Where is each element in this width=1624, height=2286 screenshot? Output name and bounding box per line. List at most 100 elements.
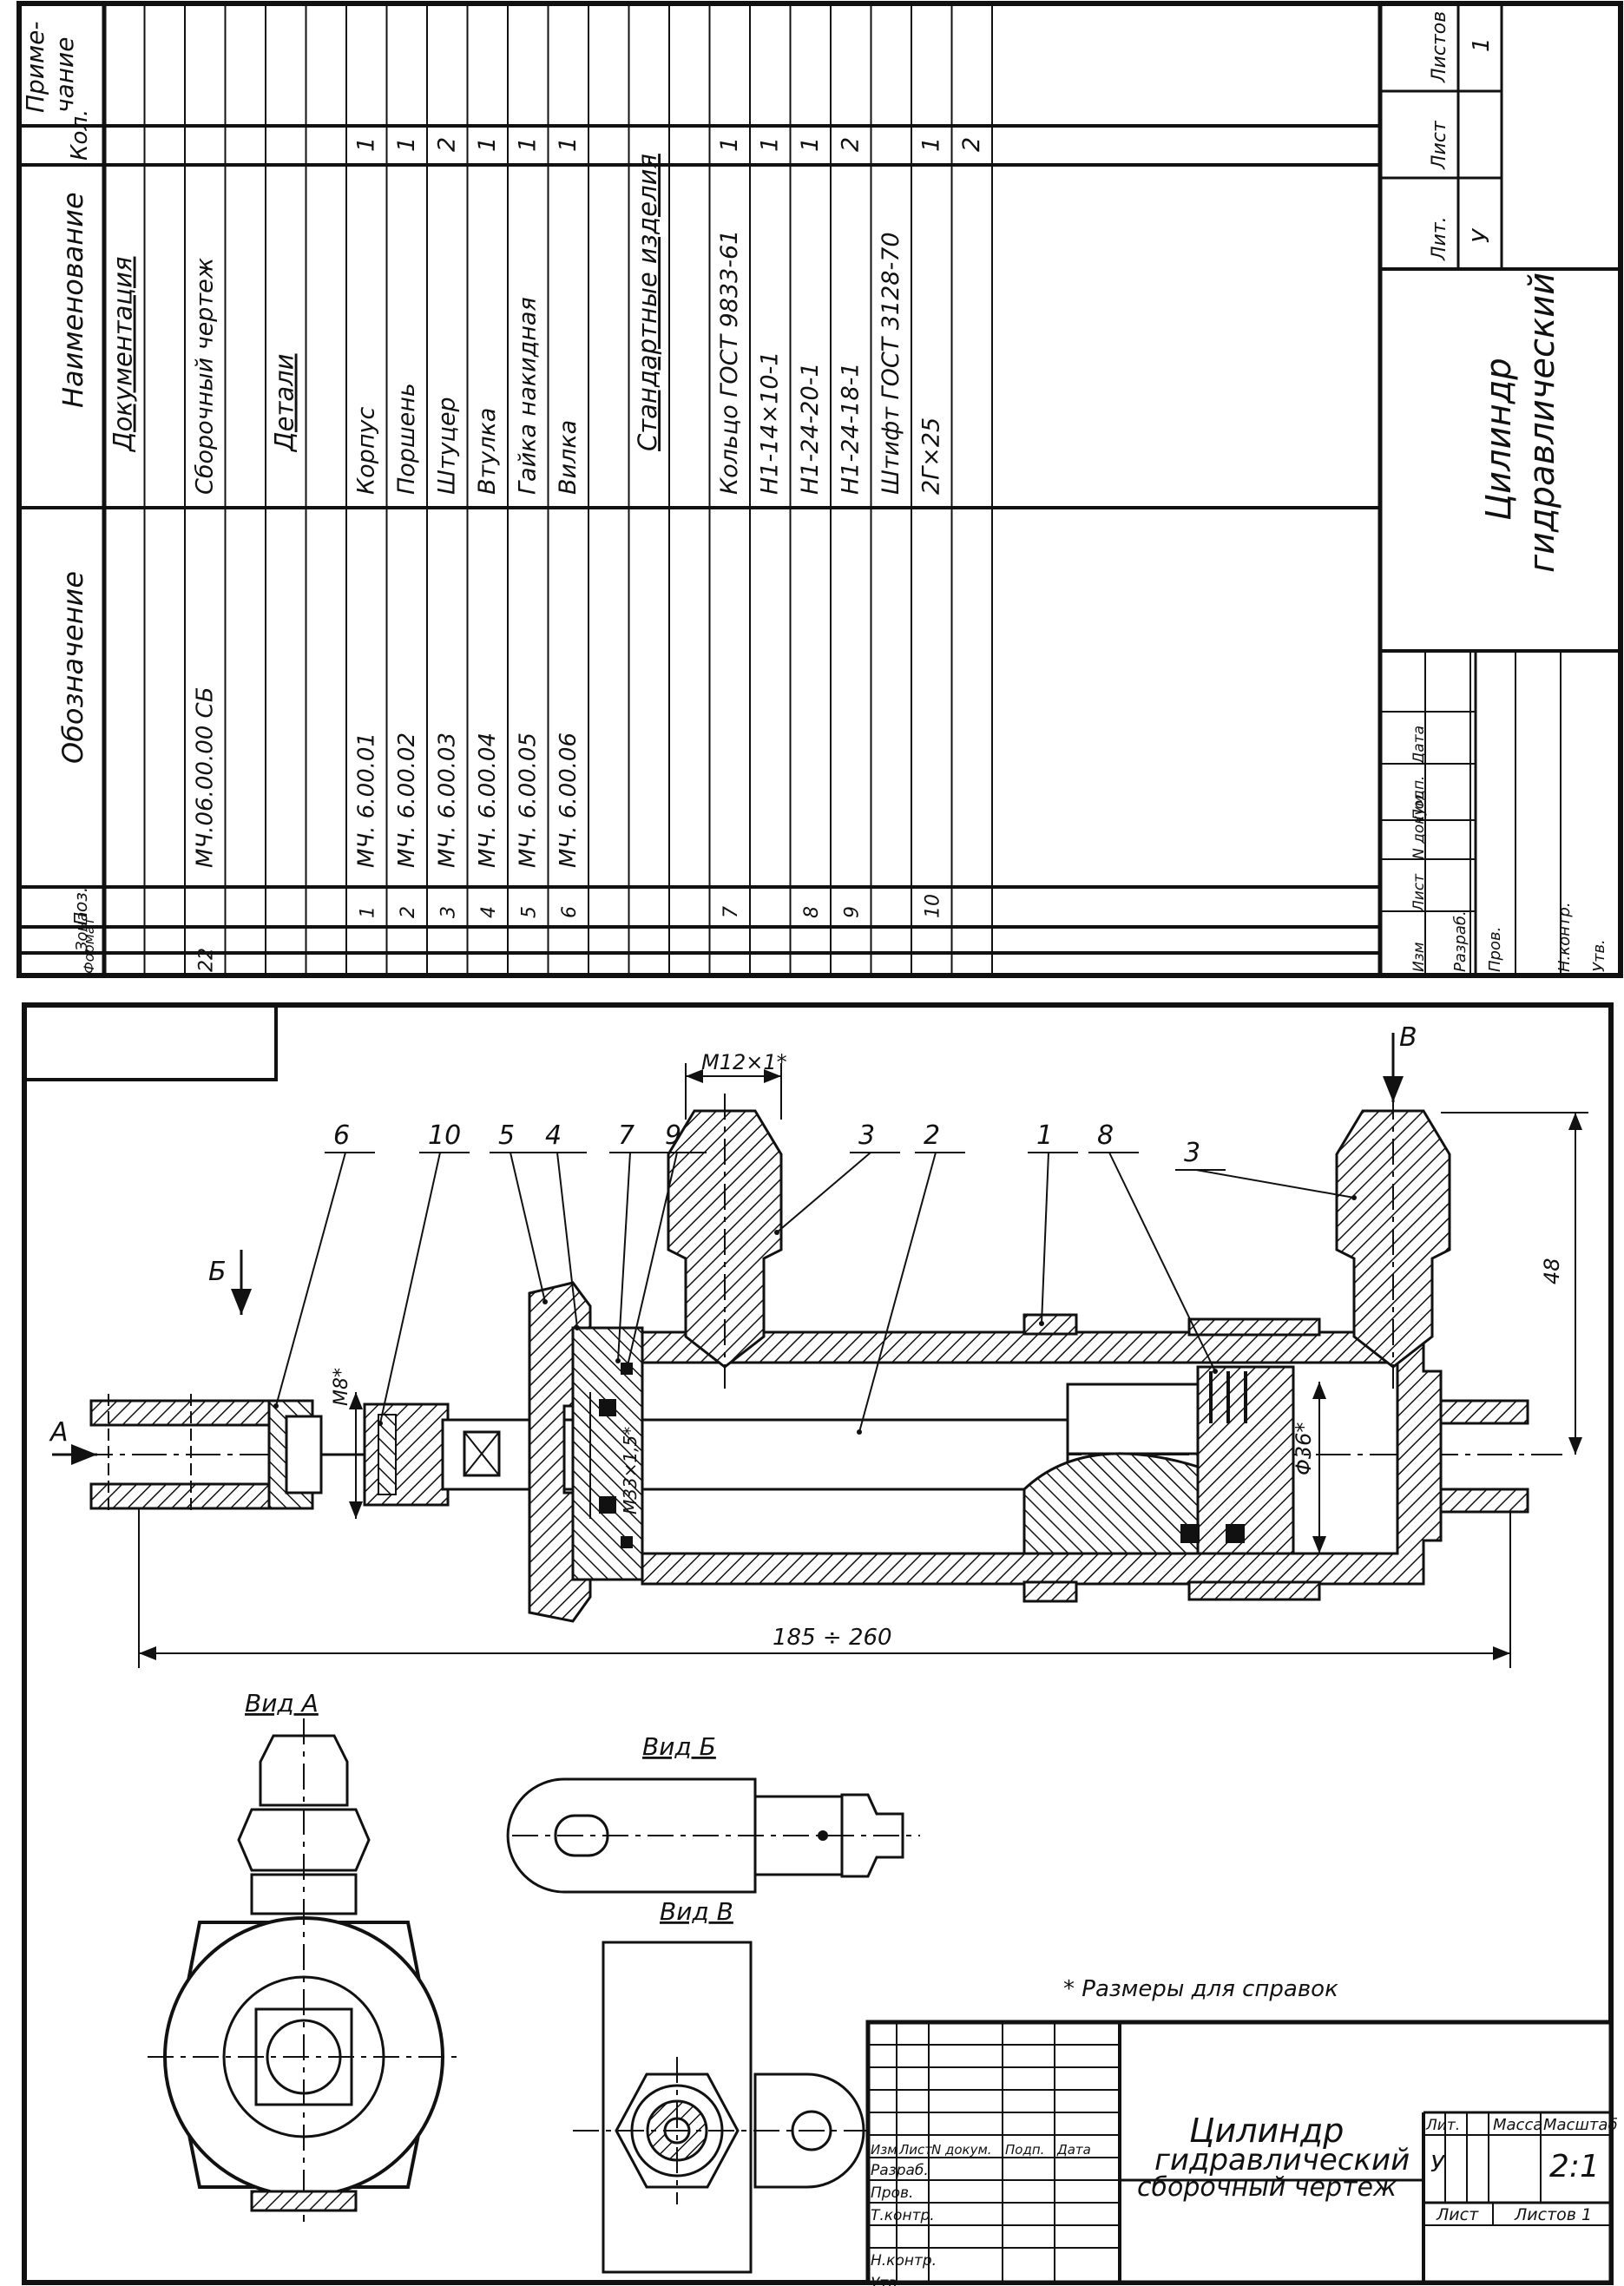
row-name: Документация [108, 257, 138, 453]
fitting-left [667, 1094, 783, 1389]
drawing-corner-stamp [23, 1003, 278, 1081]
sheets-value: 1 [1469, 37, 1495, 52]
row-qty: 1 [918, 137, 945, 152]
dt-scale-header: Масштаб [1543, 2116, 1618, 2134]
leader-number: 5 [498, 1120, 515, 1151]
row-qty: 1 [353, 137, 380, 152]
leader-number: 10 [428, 1120, 461, 1151]
row-pos: 7 [720, 906, 742, 918]
dt-title-line3: сборочный чертеж [1137, 2172, 1397, 2203]
row-qty: 1 [797, 137, 824, 152]
dt-title-line2: гидравлический [1154, 2143, 1410, 2178]
row-qty: 1 [555, 137, 582, 152]
header-designation: Обозначение [56, 571, 89, 764]
row-name: Сборочный чертеж [192, 257, 219, 495]
row-name: Штуцер [434, 397, 461, 495]
dt-role: Т.контр. [871, 2207, 935, 2224]
dt-role: Пров. [871, 2184, 913, 2202]
header-qty: Кол. [67, 109, 93, 161]
spec-row: 7 Кольцо ГОСТ 9833-61 1 [716, 137, 743, 918]
reference-dimensions-note: * Размеры для справок [1063, 1976, 1338, 2002]
row-qty: 1 [474, 137, 501, 152]
row-qty: 1 [716, 137, 743, 152]
dt-sheet-label: Лист [1436, 2205, 1479, 2224]
sig-header: Изм [1410, 942, 1428, 972]
view-a: Вид А [148, 1689, 460, 2222]
dt-sig-header: N докум. [931, 2142, 992, 2158]
dt-sig-header: Подп. [1005, 2142, 1044, 2158]
view-b: Вид Б [506, 1732, 920, 1894]
spec-row: Документация [108, 257, 138, 453]
row-qty: 2 [838, 137, 865, 152]
row-designation: МЧ. 6.00.05 [516, 732, 542, 868]
view-v: Вид В [573, 1897, 868, 2274]
dt-scale-value: 2:1 [1549, 2149, 1600, 2184]
spec-row: 8 Н1-24-20-1 1 [797, 137, 824, 918]
dt-role: Утв. [871, 2275, 902, 2286]
dimensions [52, 1033, 1588, 1668]
sig-header: Подп. [1410, 776, 1428, 820]
row-qty: 1 [515, 137, 542, 152]
row-designation: МЧ. 6.00.01 [354, 732, 380, 868]
dt-title-line1: Цилиндр [1189, 2112, 1344, 2150]
row-format: 22 [196, 948, 218, 972]
row-qty: 1 [757, 137, 784, 152]
row-pos: 8 [801, 906, 823, 918]
header-zone: Зона [73, 912, 91, 951]
leader-number: 2 [924, 1120, 940, 1151]
dim-length-label: 185 ÷ 260 [773, 1625, 892, 1651]
spec-row: 4 МЧ. 6.00.04 Втулка 1 [474, 137, 501, 918]
header-name: Наименование [56, 192, 89, 408]
row-name: Поршень [393, 383, 420, 495]
row-name: Н1-24-20-1 [797, 362, 824, 495]
row-pos: 9 [842, 906, 864, 918]
view-arrow-b-label: Б [208, 1257, 227, 1287]
specification-sheet: Обозначение Наименование Кол. Поз.ЗонаФорма… [16, 1, 1623, 978]
row-designation: МЧ.06.00.00 СБ [193, 686, 219, 868]
spec-row: Штифт ГОСТ 3128-70 [878, 232, 904, 495]
dim-48-label: 48 [1540, 1258, 1564, 1284]
view-arrow-a-label: А [49, 1417, 69, 1448]
dt-sheets-label: Листов 1 [1514, 2205, 1592, 2224]
view-v-title: Вид В [660, 1897, 733, 1926]
spec-row: 22 МЧ.06.00.00 СБ Сборочный чертеж [192, 257, 219, 972]
row-pos: 3 [438, 906, 460, 918]
row-name: Корпус [353, 407, 380, 495]
row-name: Вилка [555, 420, 582, 495]
header-pos: Поз. [70, 887, 91, 925]
spec-row: Н1-14×10-1 1 [757, 137, 784, 495]
row-pos: 4 [478, 906, 500, 918]
thread-m33-label: М33×1,5* [620, 1427, 641, 1514]
row-name: Кольцо ГОСТ 9833-61 [716, 230, 743, 495]
row-pos: 10 [923, 894, 944, 918]
sheet-header: Лист [1429, 120, 1450, 170]
leader-number: 6 [333, 1120, 350, 1151]
row-designation: МЧ. 6.00.04 [475, 732, 501, 868]
spec-title-line1: Цилиндр [1479, 358, 1519, 521]
leader-number: 3 [858, 1120, 875, 1151]
thread-m8-label: М8* [331, 1368, 352, 1406]
row-name: Н1-14×10-1 [757, 351, 784, 495]
header-format: Формат [81, 916, 97, 974]
dt-role: Разраб. [871, 2162, 929, 2179]
leader-number: 4 [545, 1120, 562, 1151]
drawing-frame [22, 1002, 1614, 2285]
dt-lit-value: У [1430, 2151, 1446, 2178]
leader-number: 1 [1036, 1120, 1053, 1151]
row-name: Штифт ГОСТ 3128-70 [878, 232, 904, 495]
header-note: Приме-чание [21, 22, 79, 113]
piston-head [1022, 1365, 1295, 1555]
role-label: Пров. [1486, 927, 1504, 972]
row-pos: 6 [559, 906, 581, 918]
row-name: Втулка [474, 408, 501, 495]
fitting-right [1335, 1094, 1451, 1389]
